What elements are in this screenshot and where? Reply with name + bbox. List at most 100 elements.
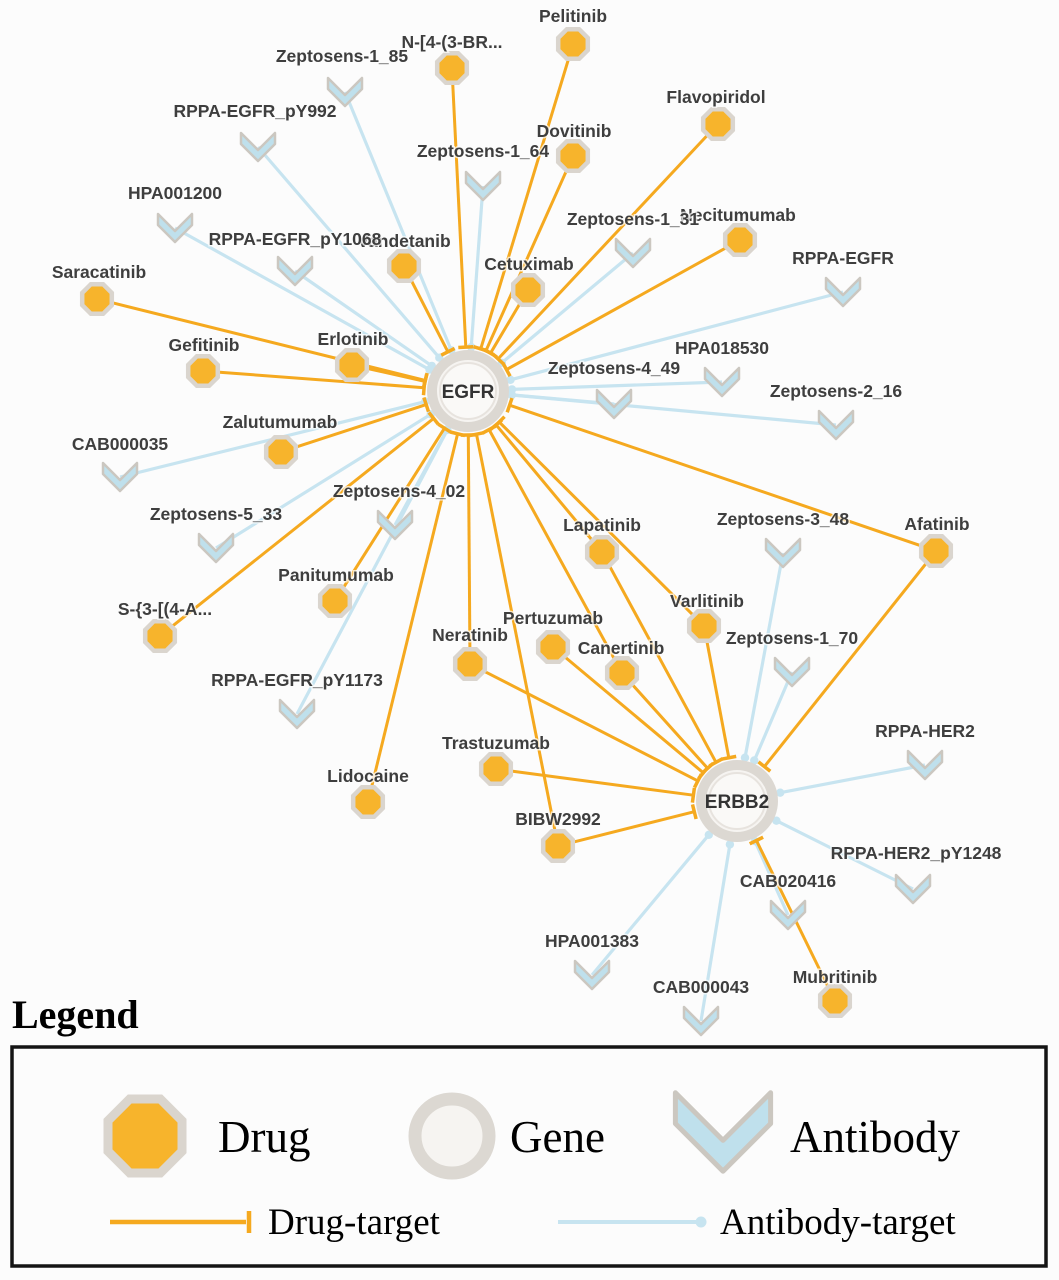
antibody-node[interactable] (769, 899, 807, 931)
drug-node[interactable] (350, 784, 386, 820)
antibody-node[interactable] (326, 76, 364, 108)
drug-node[interactable] (386, 248, 422, 284)
drug-target-edge (489, 302, 522, 354)
drug-label: Trastuzumab (442, 733, 550, 753)
antibody-label: RPPA-EGFR_pY992 (173, 101, 336, 121)
drug-label: Pelitinib (539, 6, 607, 26)
drug-node[interactable] (334, 347, 370, 383)
drug-node[interactable] (263, 434, 299, 470)
antibody-node[interactable] (376, 509, 414, 541)
antibody-node[interactable] (894, 873, 932, 905)
antibody-label: Zeptosens-4_02 (333, 481, 466, 501)
antibody-target-edge (743, 552, 785, 758)
drug-node[interactable] (540, 828, 576, 864)
antibody-target-edge (294, 269, 433, 368)
drug-node[interactable] (452, 646, 488, 682)
drug-edge-tee (481, 424, 497, 435)
antibody-node[interactable] (614, 237, 652, 269)
antibody-target-edge (753, 840, 790, 916)
drug-node[interactable] (584, 534, 620, 570)
drug-label: Afatinib (904, 514, 969, 534)
gene-legend-label: Gene (510, 1112, 605, 1162)
drug-node[interactable] (555, 26, 591, 62)
drug-node[interactable] (142, 618, 178, 654)
drug-label: N-[4-(3-BR... (401, 32, 502, 52)
antibody-label: Zeptosens-3_48 (717, 509, 850, 529)
drug-node[interactable] (555, 138, 591, 174)
antibody-node[interactable] (573, 959, 611, 991)
drug-edge-tee (427, 411, 440, 426)
drug-node[interactable] (604, 655, 640, 691)
antibody-target-edge (699, 844, 732, 1022)
gene-node[interactable]: ERBB2 (696, 760, 778, 842)
drug-label: Zalutumumab (223, 412, 338, 432)
drug-target-edge (479, 57, 571, 350)
drug-edge-tee (721, 754, 737, 761)
drug-edge-tee (437, 422, 452, 434)
drug-target-edge (572, 810, 695, 844)
drug-target-edge (563, 655, 705, 774)
antibody-node[interactable] (156, 212, 194, 244)
drug-target-edge (763, 561, 928, 768)
antibody-label: Zeptosens-1_64 (417, 141, 550, 161)
drug-label: Cetuximab (484, 254, 573, 274)
drug-edge-tee (449, 430, 466, 438)
antibody-target-edge (511, 380, 723, 391)
antibody-node[interactable] (817, 409, 855, 441)
drug-node[interactable] (317, 583, 353, 619)
drug-node[interactable] (185, 353, 221, 389)
gene-node[interactable]: EGFR (427, 350, 509, 432)
antibody-node[interactable] (906, 749, 944, 781)
drug-node[interactable] (510, 272, 546, 308)
antibody-label: Zeptosens-1_31 (567, 209, 700, 229)
antibody-edge-dot (750, 756, 759, 765)
drug-node[interactable] (722, 222, 758, 258)
antibody-node[interactable] (764, 537, 802, 569)
drug-label: Erlotinib (318, 329, 389, 349)
drug-node[interactable] (478, 751, 514, 787)
node-layer: EGFR ERBB2 (79, 26, 954, 1037)
antibody-node[interactable] (278, 698, 316, 730)
antibody-node[interactable] (773, 656, 811, 688)
drug-node[interactable] (700, 106, 736, 142)
drug-target-edge (497, 133, 709, 360)
drug-node[interactable] (817, 983, 853, 1019)
antibody-node[interactable] (101, 461, 139, 493)
drug-label: Dovitinib (537, 121, 612, 141)
antibody-label: HPA018530 (675, 338, 769, 358)
drug-node[interactable] (918, 533, 954, 569)
antibody-node[interactable] (595, 388, 633, 420)
drug-edge-tee (468, 430, 485, 438)
drug-node[interactable] (535, 629, 571, 665)
label-layer: PelitinibN-[4-(3-BR...FlavopiridolDoviti… (50, 5, 1003, 999)
drug-target-edge (475, 433, 557, 832)
drug-target-edge (111, 301, 426, 382)
antibody-target-edge (752, 671, 794, 762)
drug-target-edge (482, 669, 699, 783)
antibody-label: CAB000035 (72, 434, 169, 454)
drug-node[interactable] (686, 608, 722, 644)
drug-target-edge (510, 769, 694, 797)
antibody-target-edge (500, 251, 635, 365)
drug-label: Gefitinib (169, 335, 240, 355)
drug-edge-tee (748, 835, 764, 846)
antibody-node[interactable] (464, 170, 502, 202)
drug-legend-label: Drug (218, 1112, 310, 1162)
drug-label: BIBW2992 (515, 809, 601, 829)
antibody-node[interactable] (682, 1005, 720, 1037)
drug-node[interactable] (79, 281, 115, 317)
drug-node[interactable] (434, 50, 470, 86)
antibody-edge-layer (119, 91, 926, 1022)
drug-label: Lapatinib (563, 515, 641, 535)
antibody-node[interactable] (239, 131, 277, 163)
antibody-node[interactable] (276, 255, 314, 287)
graph-root: EGFRERBB2PelitinibN-[4-(3-BR...Flavopiri… (50, 5, 1003, 1037)
antibody-label: RPPA-EGFR_pY1173 (211, 670, 383, 690)
antibody-node[interactable] (703, 366, 741, 398)
antibody-node[interactable] (197, 532, 235, 564)
antibody-node[interactable] (824, 276, 862, 308)
antibody-label: CAB020416 (740, 871, 837, 891)
drug-label: Vandetanib (357, 231, 450, 251)
antibody-legend-label: Antibody (790, 1112, 961, 1162)
